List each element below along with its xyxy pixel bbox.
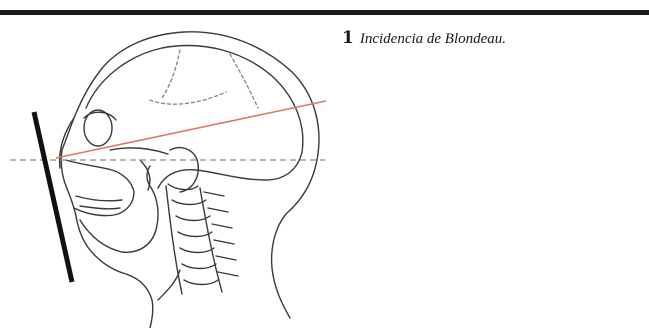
maxilla [66, 160, 134, 216]
face-outline [61, 118, 153, 328]
figure-number: 1 [342, 28, 354, 48]
head-outline [60, 32, 319, 318]
figure-caption: 1 Incidencia de Blondeau. [342, 28, 506, 48]
caption-text: Incidencia de Blondeau. [360, 31, 506, 47]
cranium-outline [86, 46, 303, 188]
skull-illustration [0, 15, 330, 328]
mandible [80, 166, 158, 252]
